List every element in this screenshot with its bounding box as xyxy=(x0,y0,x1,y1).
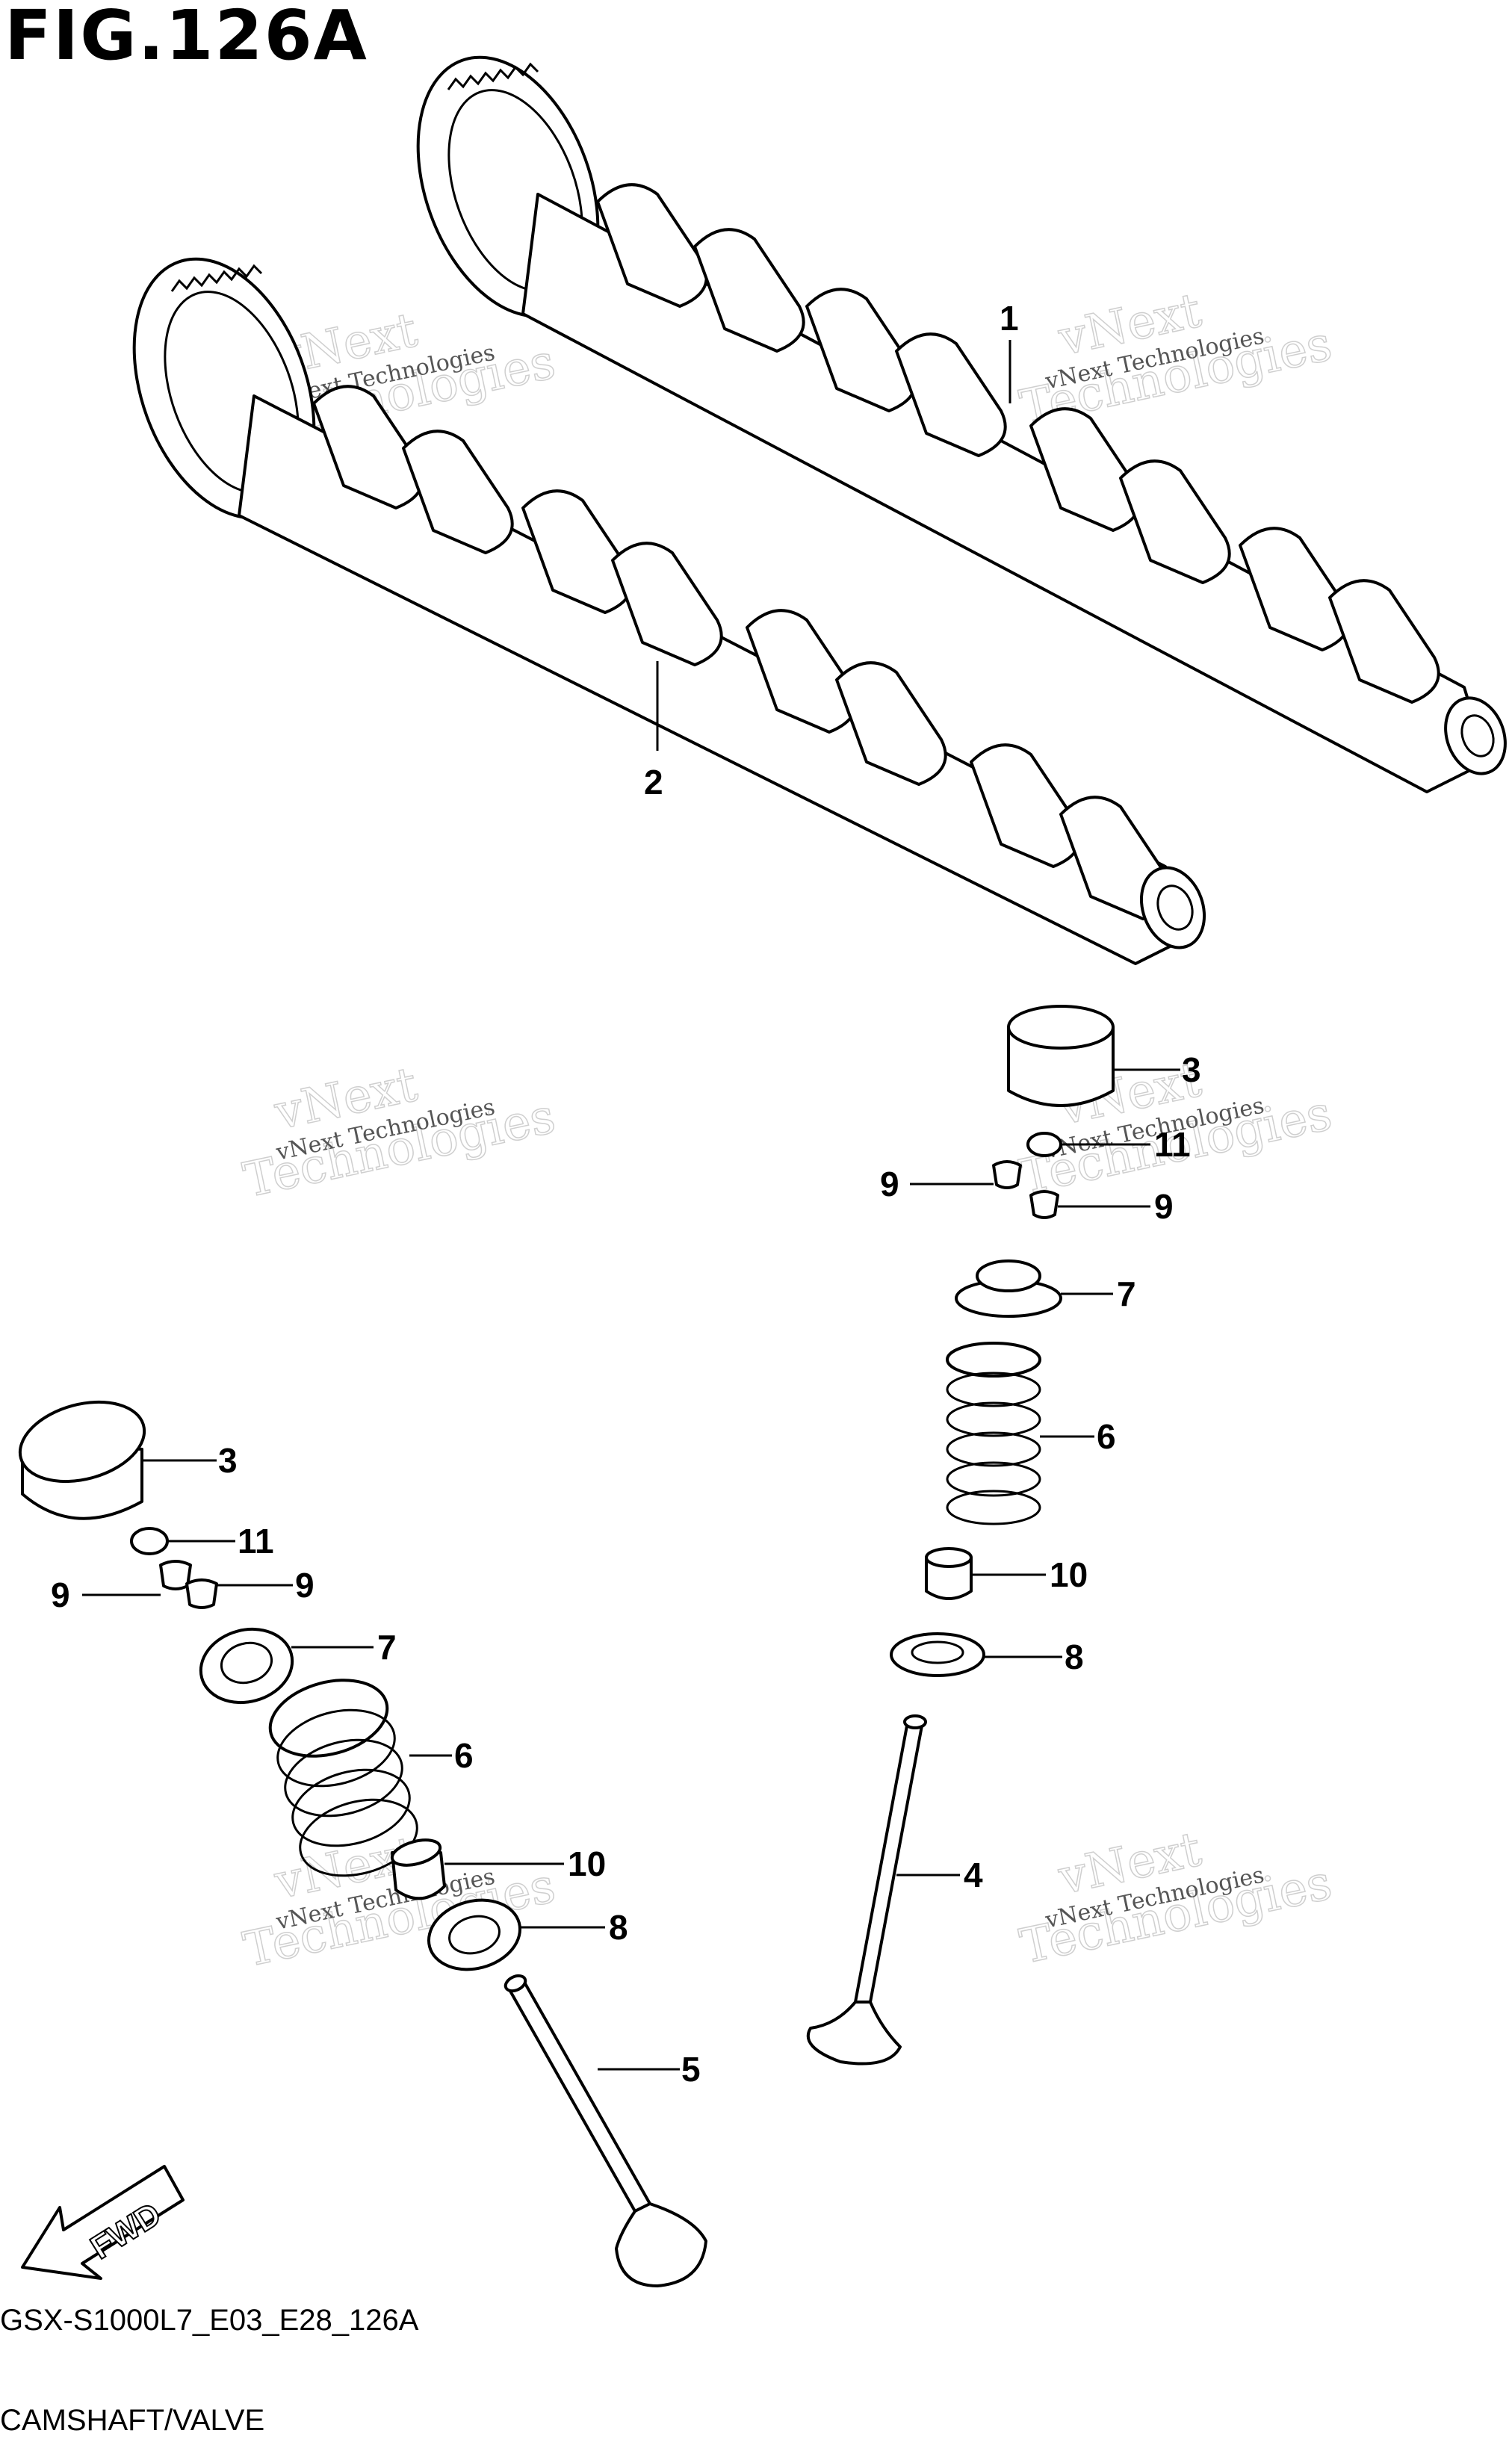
callout-4: 4 xyxy=(964,1856,983,1894)
figure-title: FIG.126A xyxy=(4,0,368,75)
callout-2: 2 xyxy=(644,763,663,802)
callout-8-left: 8 xyxy=(609,1908,628,1947)
callout-7-left: 7 xyxy=(377,1628,397,1667)
callout-9-right-b: 9 xyxy=(1154,1187,1174,1226)
callout-7-right: 7 xyxy=(1117,1274,1136,1313)
callout-5: 5 xyxy=(681,2050,701,2089)
fwd-arrow-icon: FWD xyxy=(21,2165,185,2280)
stem-seal-right xyxy=(925,1547,973,1600)
callout-10-right: 10 xyxy=(1050,1555,1088,1594)
shim-right xyxy=(1026,1132,1062,1157)
valve-intake xyxy=(806,1714,927,2066)
callout-10-left: 10 xyxy=(568,1844,606,1883)
callout-9-right-a: 9 xyxy=(880,1165,899,1203)
figure-code: GSX-S1000L7_E03_E28_126A xyxy=(0,2304,419,2337)
camshaft-2 xyxy=(132,257,1206,965)
cotter-left-b xyxy=(185,1578,218,1609)
valve-exhaust xyxy=(504,1974,707,2287)
camshaft-1 xyxy=(416,55,1507,793)
shim-left xyxy=(130,1527,169,1555)
cotter-right-a xyxy=(992,1160,1022,1189)
retainer-right xyxy=(955,1259,1062,1318)
spring-seat-left xyxy=(427,1898,522,1971)
watermark-bottom-right: vNext Technologies vNext Technologies xyxy=(1015,1821,1337,1976)
callout-6-left: 6 xyxy=(454,1736,474,1775)
callout-9-left-b: 9 xyxy=(295,1566,315,1605)
callout-3-right: 3 xyxy=(1182,1050,1201,1089)
callout-1: 1 xyxy=(1000,299,1019,338)
tappet-left xyxy=(18,1400,146,1520)
stem-seal-left xyxy=(390,1838,446,1900)
spring-left xyxy=(268,1679,418,1877)
callout-11-left: 11 xyxy=(238,1522,274,1561)
figure-name: CAMSHAFT/VALVE xyxy=(0,2404,265,2437)
spring-seat-right xyxy=(890,1632,985,1677)
retainer-left xyxy=(199,1627,294,1705)
callout-3-left: 3 xyxy=(218,1441,238,1480)
watermark-top-right: vNext Technologies vNext Technologies xyxy=(1015,282,1337,437)
callout-8-right: 8 xyxy=(1065,1637,1084,1676)
callout-6-right: 6 xyxy=(1097,1417,1116,1456)
callout-9-left-a: 9 xyxy=(51,1575,70,1614)
watermark-mid-left: vNext Technologies vNext Technologies xyxy=(238,1056,560,1209)
cotter-right-b xyxy=(1029,1190,1059,1219)
spring-right xyxy=(946,1342,1041,1525)
tappet-right xyxy=(1007,1005,1115,1107)
callout-11-right: 11 xyxy=(1154,1125,1191,1164)
